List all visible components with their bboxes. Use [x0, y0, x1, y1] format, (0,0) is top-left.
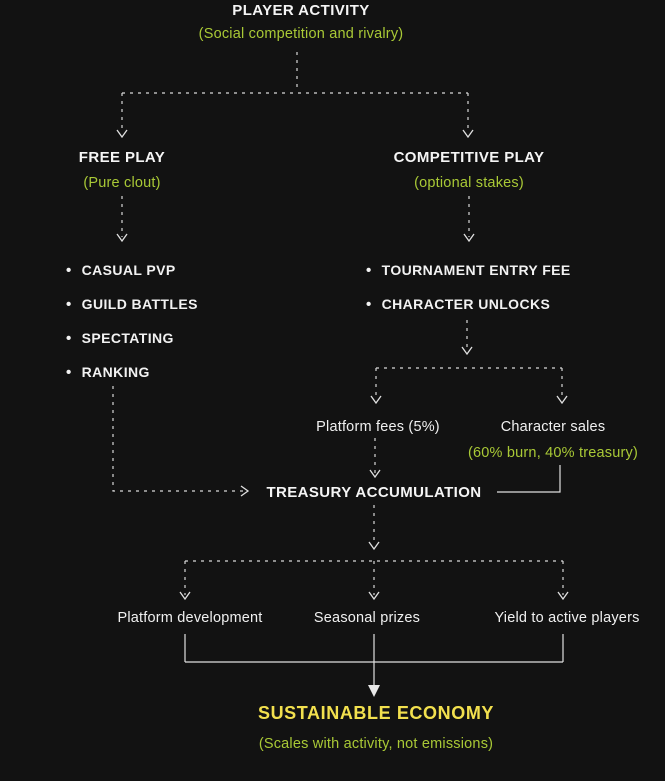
sustainable-economy-title: SUSTAINABLE ECONOMY: [257, 703, 495, 723]
list-item: GUILD BATTLES: [66, 287, 198, 321]
list-item: SPECTATING: [66, 321, 198, 355]
platform-fees-label: Platform fees (5%): [316, 419, 440, 435]
free-play-list: CASUAL PVP GUILD BATTLES SPECTATING RANK…: [66, 253, 198, 389]
character-sales-label: Character sales: [500, 419, 606, 435]
competitive-play-title: COMPETITIVE PLAY: [393, 149, 545, 166]
sustainable-economy-subtitle: (Scales with activity, not emissions): [258, 736, 494, 752]
allocation-yield-to-active-players: Yield to active players: [494, 610, 640, 626]
list-item: RANKING: [66, 355, 198, 389]
final-arrow-icon: [368, 685, 380, 697]
list-item: TOURNAMENT ENTRY FEE: [366, 253, 571, 287]
player-activity-subtitle: (Social competition and rivalry): [198, 26, 404, 42]
character-sales-note: (60% burn, 40% treasury): [467, 445, 639, 461]
list-item: CHARACTER UNLOCKS: [366, 287, 571, 321]
player-activity-title: PLAYER ACTIVITY: [232, 2, 370, 19]
competitive-play-subtitle: (optional stakes): [414, 175, 524, 191]
competitive-play-list: TOURNAMENT ENTRY FEE CHARACTER UNLOCKS: [366, 253, 571, 321]
free-play-title: FREE PLAY: [78, 149, 166, 166]
free-play-subtitle: (Pure clout): [83, 175, 161, 191]
allocation-seasonal-prizes: Seasonal prizes: [313, 610, 421, 626]
treasury-title: TREASURY ACCUMULATION: [266, 484, 482, 501]
allocation-platform-development: Platform development: [117, 610, 263, 626]
list-item: CASUAL PVP: [66, 253, 198, 287]
